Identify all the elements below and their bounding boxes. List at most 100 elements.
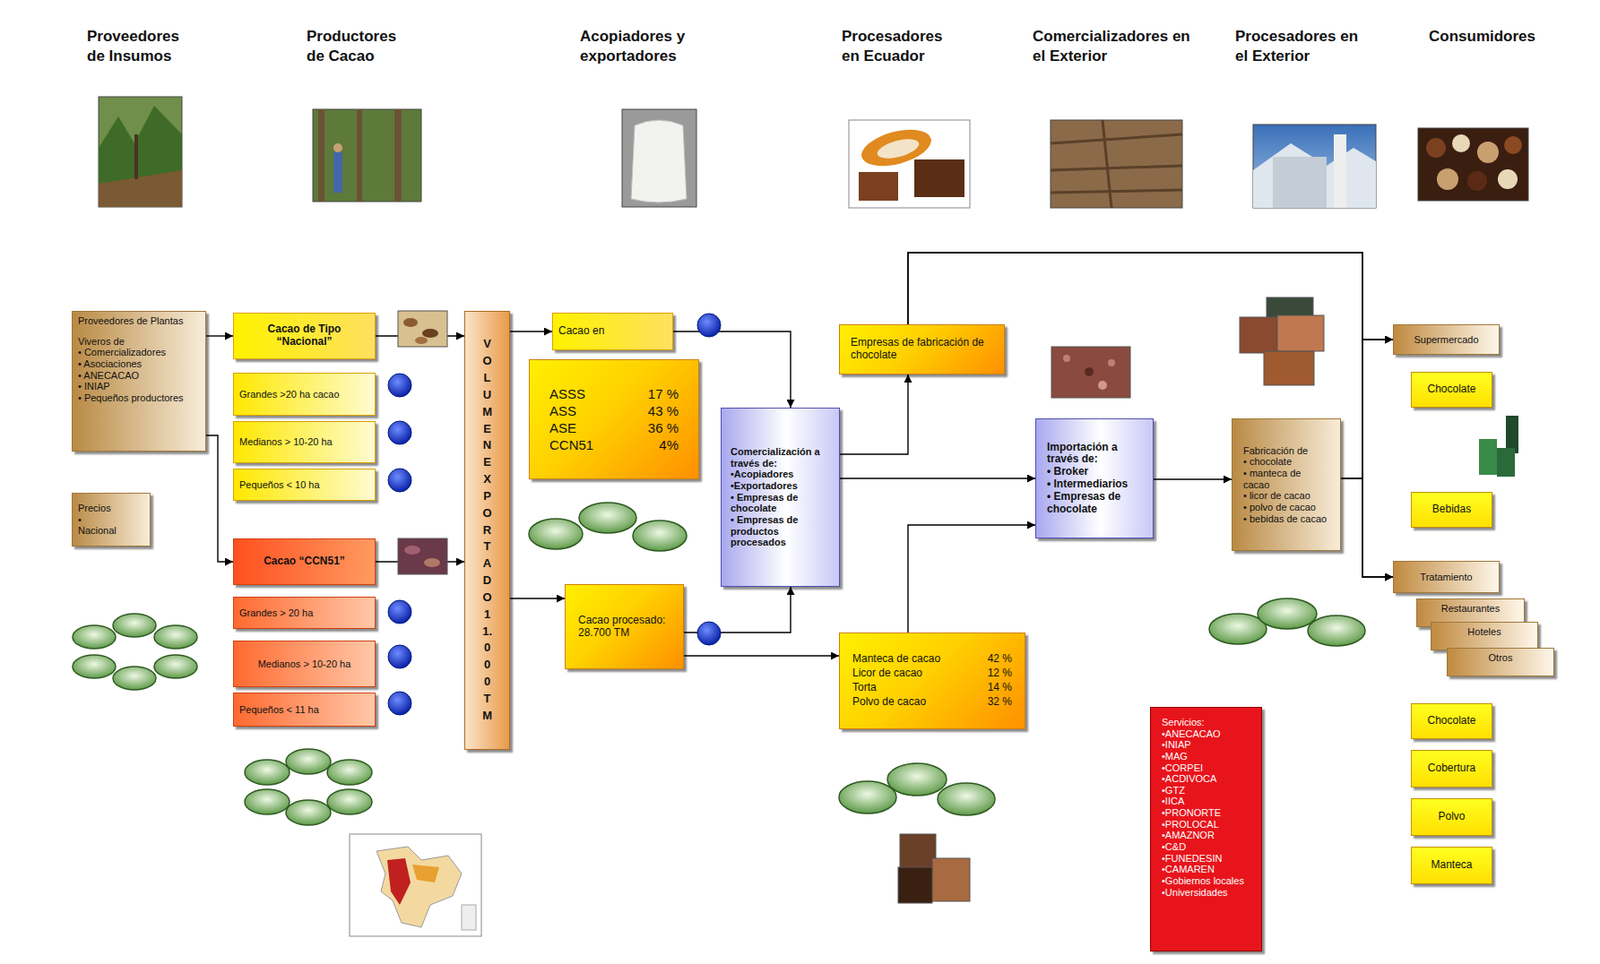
product-box: Cobertura (1410, 750, 1493, 788)
ground (98, 170, 182, 208)
tower (1333, 134, 1347, 208)
manufacturing-box: Fabricación de• chocolate• manteca de ca… (1231, 418, 1341, 552)
column-header: Procesadores en el Exterior (1235, 26, 1361, 67)
column-header: Proveedores de Insumos (86, 26, 199, 67)
beans-photo (397, 311, 448, 347)
building (1272, 156, 1327, 208)
chocolates-photo (1418, 128, 1529, 201)
box-text: •Gobiernos locales (1161, 875, 1251, 888)
box-text: CCN51 (549, 437, 640, 453)
box-text: • Asociaciones (77, 358, 200, 371)
box-text: • INIAP (77, 380, 200, 393)
box-heading: Restaurantes (1422, 603, 1519, 615)
box-text: Nacional (77, 525, 145, 537)
cocoa-beans (874, 135, 921, 163)
factor-ellipse (887, 763, 947, 796)
producer-size-box: Medianos > 10-20 ha (233, 421, 376, 464)
box-text: 28.700 TM (578, 627, 671, 640)
box-text: 32 % (987, 696, 1012, 710)
cocoa-products-photo (898, 834, 970, 904)
box-text: Licor de cacao (852, 667, 979, 681)
box-heading: Cacao de Tipo “Nacional” (239, 323, 370, 349)
supplier-box: Proveedores de PlantasViveros de• Comerc… (71, 311, 207, 452)
box-heading: Pequeños < 11 ha (239, 704, 370, 717)
blue-marker (697, 313, 721, 338)
photo-frame (397, 311, 448, 347)
factor-ellipse (154, 625, 198, 649)
bean (422, 328, 439, 338)
box-heading: Manteca de cacao (852, 653, 979, 666)
photo-frame (848, 120, 970, 208)
factor-ellipse (72, 625, 116, 649)
box-heading: Grandes >20 ha cacao (239, 389, 370, 401)
box-heading: Bebidas (1417, 503, 1487, 517)
praline (1426, 138, 1446, 158)
box-text: • manteca de cacao (1243, 467, 1330, 491)
flow-arrow (1153, 478, 1232, 480)
sack (631, 120, 687, 203)
praline (1436, 168, 1459, 191)
photo-frame (899, 834, 936, 871)
flow-arrow (683, 655, 839, 657)
box-text: • Empresas de chocolate (1046, 491, 1142, 517)
box-heading: Cacao procesado: (578, 614, 671, 628)
package (1478, 439, 1497, 476)
box-heading: Cacao en (558, 325, 667, 338)
box-heading: Medianos > 10-20 ha (239, 436, 370, 449)
box-text: Torta (852, 682, 979, 695)
country-outline (376, 847, 462, 928)
person (333, 152, 343, 193)
mountains (1253, 143, 1376, 208)
factor-ellipse (285, 800, 331, 826)
flow-arrow (206, 335, 234, 337)
chocolate-bar (858, 172, 899, 201)
box-text: •PROLOCAL (1161, 819, 1251, 831)
box-heading: VOLUMEN EXPORTADO 11.000 TM (482, 336, 493, 725)
box-text: •Exportadores (730, 480, 831, 493)
producer-size-box: Medianos > 10-20 ha (233, 640, 376, 688)
volume-band: VOLUMEN EXPORTADO 11.000 TM (464, 311, 511, 751)
factor-ellipse (528, 518, 583, 550)
channel-box: Comercialización a través de:•Acopiadore… (720, 407, 840, 588)
blue-marker (388, 373, 412, 398)
box-text: ASS (549, 403, 640, 419)
consumer-box: Hoteles (1430, 622, 1539, 651)
box-heading: Chocolate (1417, 383, 1487, 397)
box-text: 42 % (987, 653, 1012, 666)
trunk (134, 134, 139, 180)
factory-photo (1253, 124, 1376, 208)
praline (1467, 171, 1488, 191)
box-heading: Polvo (1417, 811, 1487, 824)
factor-ring (72, 614, 198, 691)
flow-arrow (510, 597, 565, 599)
box-heading: Cacao “CCN51” (239, 555, 370, 569)
photo-frame (1418, 128, 1529, 201)
box-heading: Medianos > 10-20 ha (239, 658, 370, 671)
box-text: •CORPEI (1161, 762, 1251, 775)
sack-photo (622, 109, 697, 208)
factor-ellipse (112, 666, 156, 691)
box-text: •MAG (1161, 751, 1251, 763)
factor-ellipse (244, 760, 290, 786)
box-text: Polvo de cacao (852, 696, 979, 710)
producer-size-box: Grandes >20 ha cacao (233, 372, 376, 416)
factor-ellipse (154, 655, 198, 679)
box-text: ASE (549, 420, 640, 436)
factor-cluster (1209, 598, 1366, 647)
nib (1063, 354, 1071, 363)
box-text: • (77, 514, 145, 527)
box-heading: Cobertura (1417, 762, 1487, 776)
cacao-type-box: Cacao “CCN51” (233, 538, 376, 586)
flow-arrow (510, 330, 553, 332)
factor-cluster (838, 763, 995, 816)
photo-frame (1050, 120, 1183, 208)
trunk (356, 109, 363, 202)
flow-arrow (839, 374, 909, 455)
flow-arrow (908, 525, 1036, 633)
blue-marker (388, 421, 412, 445)
factor-ellipse (72, 655, 116, 679)
box-heading: Pequeños < 10 ha (239, 479, 370, 492)
box-text: •CAMAREN (1161, 864, 1251, 876)
product-box: Chocolate (1410, 371, 1493, 408)
